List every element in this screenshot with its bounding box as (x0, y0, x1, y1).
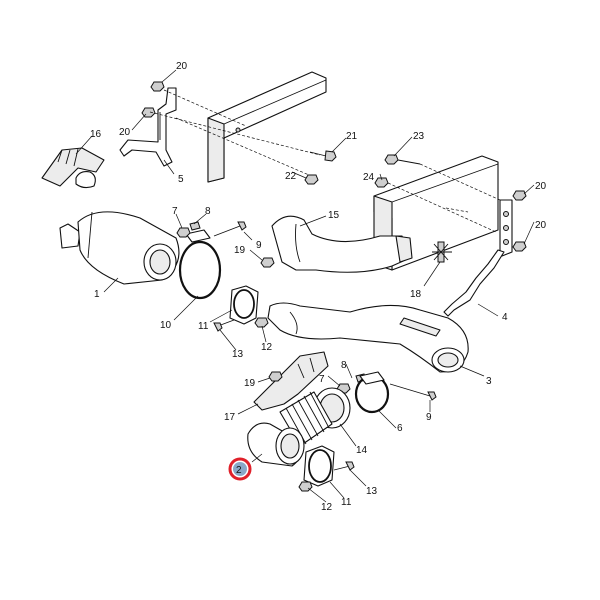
muffler-part-1 (59, 211, 180, 285)
bolt-part-9-lower (389, 383, 437, 401)
nut-part-19-upper (260, 257, 275, 268)
callout-12-lower: 12 (321, 502, 333, 513)
band-clamp-part-11-upper (229, 285, 259, 325)
callout-10: 10 (160, 320, 172, 331)
callout-20-right-top: 20 (535, 181, 547, 192)
catalytic-converter-part-2 (247, 422, 305, 467)
rubber-insulator-part-18 (432, 241, 452, 263)
band-clamp-part-11-lower (303, 445, 335, 487)
callout-13-lower: 13 (366, 486, 378, 497)
callout-20-top: 20 (176, 61, 188, 72)
callout-11-upper: 11 (198, 321, 209, 332)
callout-18: 18 (410, 289, 422, 300)
bolt-part-20-top (150, 81, 165, 92)
nut-part-22 (304, 174, 319, 185)
callout-24: 24 (363, 172, 375, 183)
leader-lines (75, 69, 535, 503)
callout-7-upper: 7 (172, 206, 178, 217)
bolt-part-13-upper (213, 319, 235, 332)
bolt-part-20-left (141, 107, 156, 118)
callout-12-upper: 12 (261, 342, 273, 353)
callout-1: 1 (94, 289, 100, 300)
callout-9-upper: 9 (256, 240, 262, 251)
callout-19-upper: 19 (234, 245, 246, 256)
callout-21: 21 (346, 131, 358, 142)
callout-2: 2 (236, 465, 242, 476)
callout-4: 4 (502, 312, 508, 323)
hanger-bracket-part-5 (119, 87, 177, 167)
callout-6: 6 (397, 423, 403, 434)
callout-7-lower: 7 (319, 374, 325, 385)
hanger-bracket-part-4 (443, 199, 513, 317)
nut-part-12-upper (254, 317, 269, 328)
callout-20-left: 20 (119, 127, 131, 138)
callout-9-lower: 9 (426, 412, 432, 423)
callout-19-lower: 19 (244, 378, 256, 389)
heat-shield-part-17 (253, 351, 329, 411)
callout-11-lower: 11 (341, 497, 352, 508)
clamp-part-10 (178, 229, 222, 300)
callout-8-upper: 8 (205, 206, 211, 217)
bolt-part-9-upper (213, 221, 247, 237)
callout-5: 5 (178, 174, 184, 185)
callout-3: 3 (486, 376, 492, 387)
clamp-part-6 (354, 371, 390, 414)
callout-20-right-bottom: 20 (535, 220, 547, 231)
nut-part-19-lower (268, 371, 283, 382)
nut-part-7-upper (176, 227, 191, 238)
bolt-part-21 (309, 150, 337, 162)
highlight-fill-part-2 (233, 462, 247, 476)
bolt-part-23 (384, 154, 421, 165)
callout-8-lower: 8 (341, 360, 347, 371)
highlight-ring-part-2 (228, 457, 252, 481)
tailpipe-part-3 (267, 302, 469, 373)
nut-part-24 (374, 177, 389, 188)
callout-22: 22 (285, 171, 297, 182)
nut-part-20-right-bottom (512, 241, 527, 252)
callout-17: 17 (224, 412, 236, 423)
callout-14: 14 (356, 445, 368, 456)
intermediate-pipe-part-15 (271, 215, 413, 273)
nut-part-20-right-top (512, 190, 527, 201)
frame-rail-upper (207, 71, 327, 183)
heat-shield-part-16 (41, 147, 105, 189)
callout-23: 23 (413, 131, 425, 142)
callout-16: 16 (90, 129, 102, 140)
callout-15: 15 (328, 210, 340, 221)
callout-13-upper: 13 (232, 349, 244, 360)
bolt-part-13-lower (333, 461, 355, 471)
